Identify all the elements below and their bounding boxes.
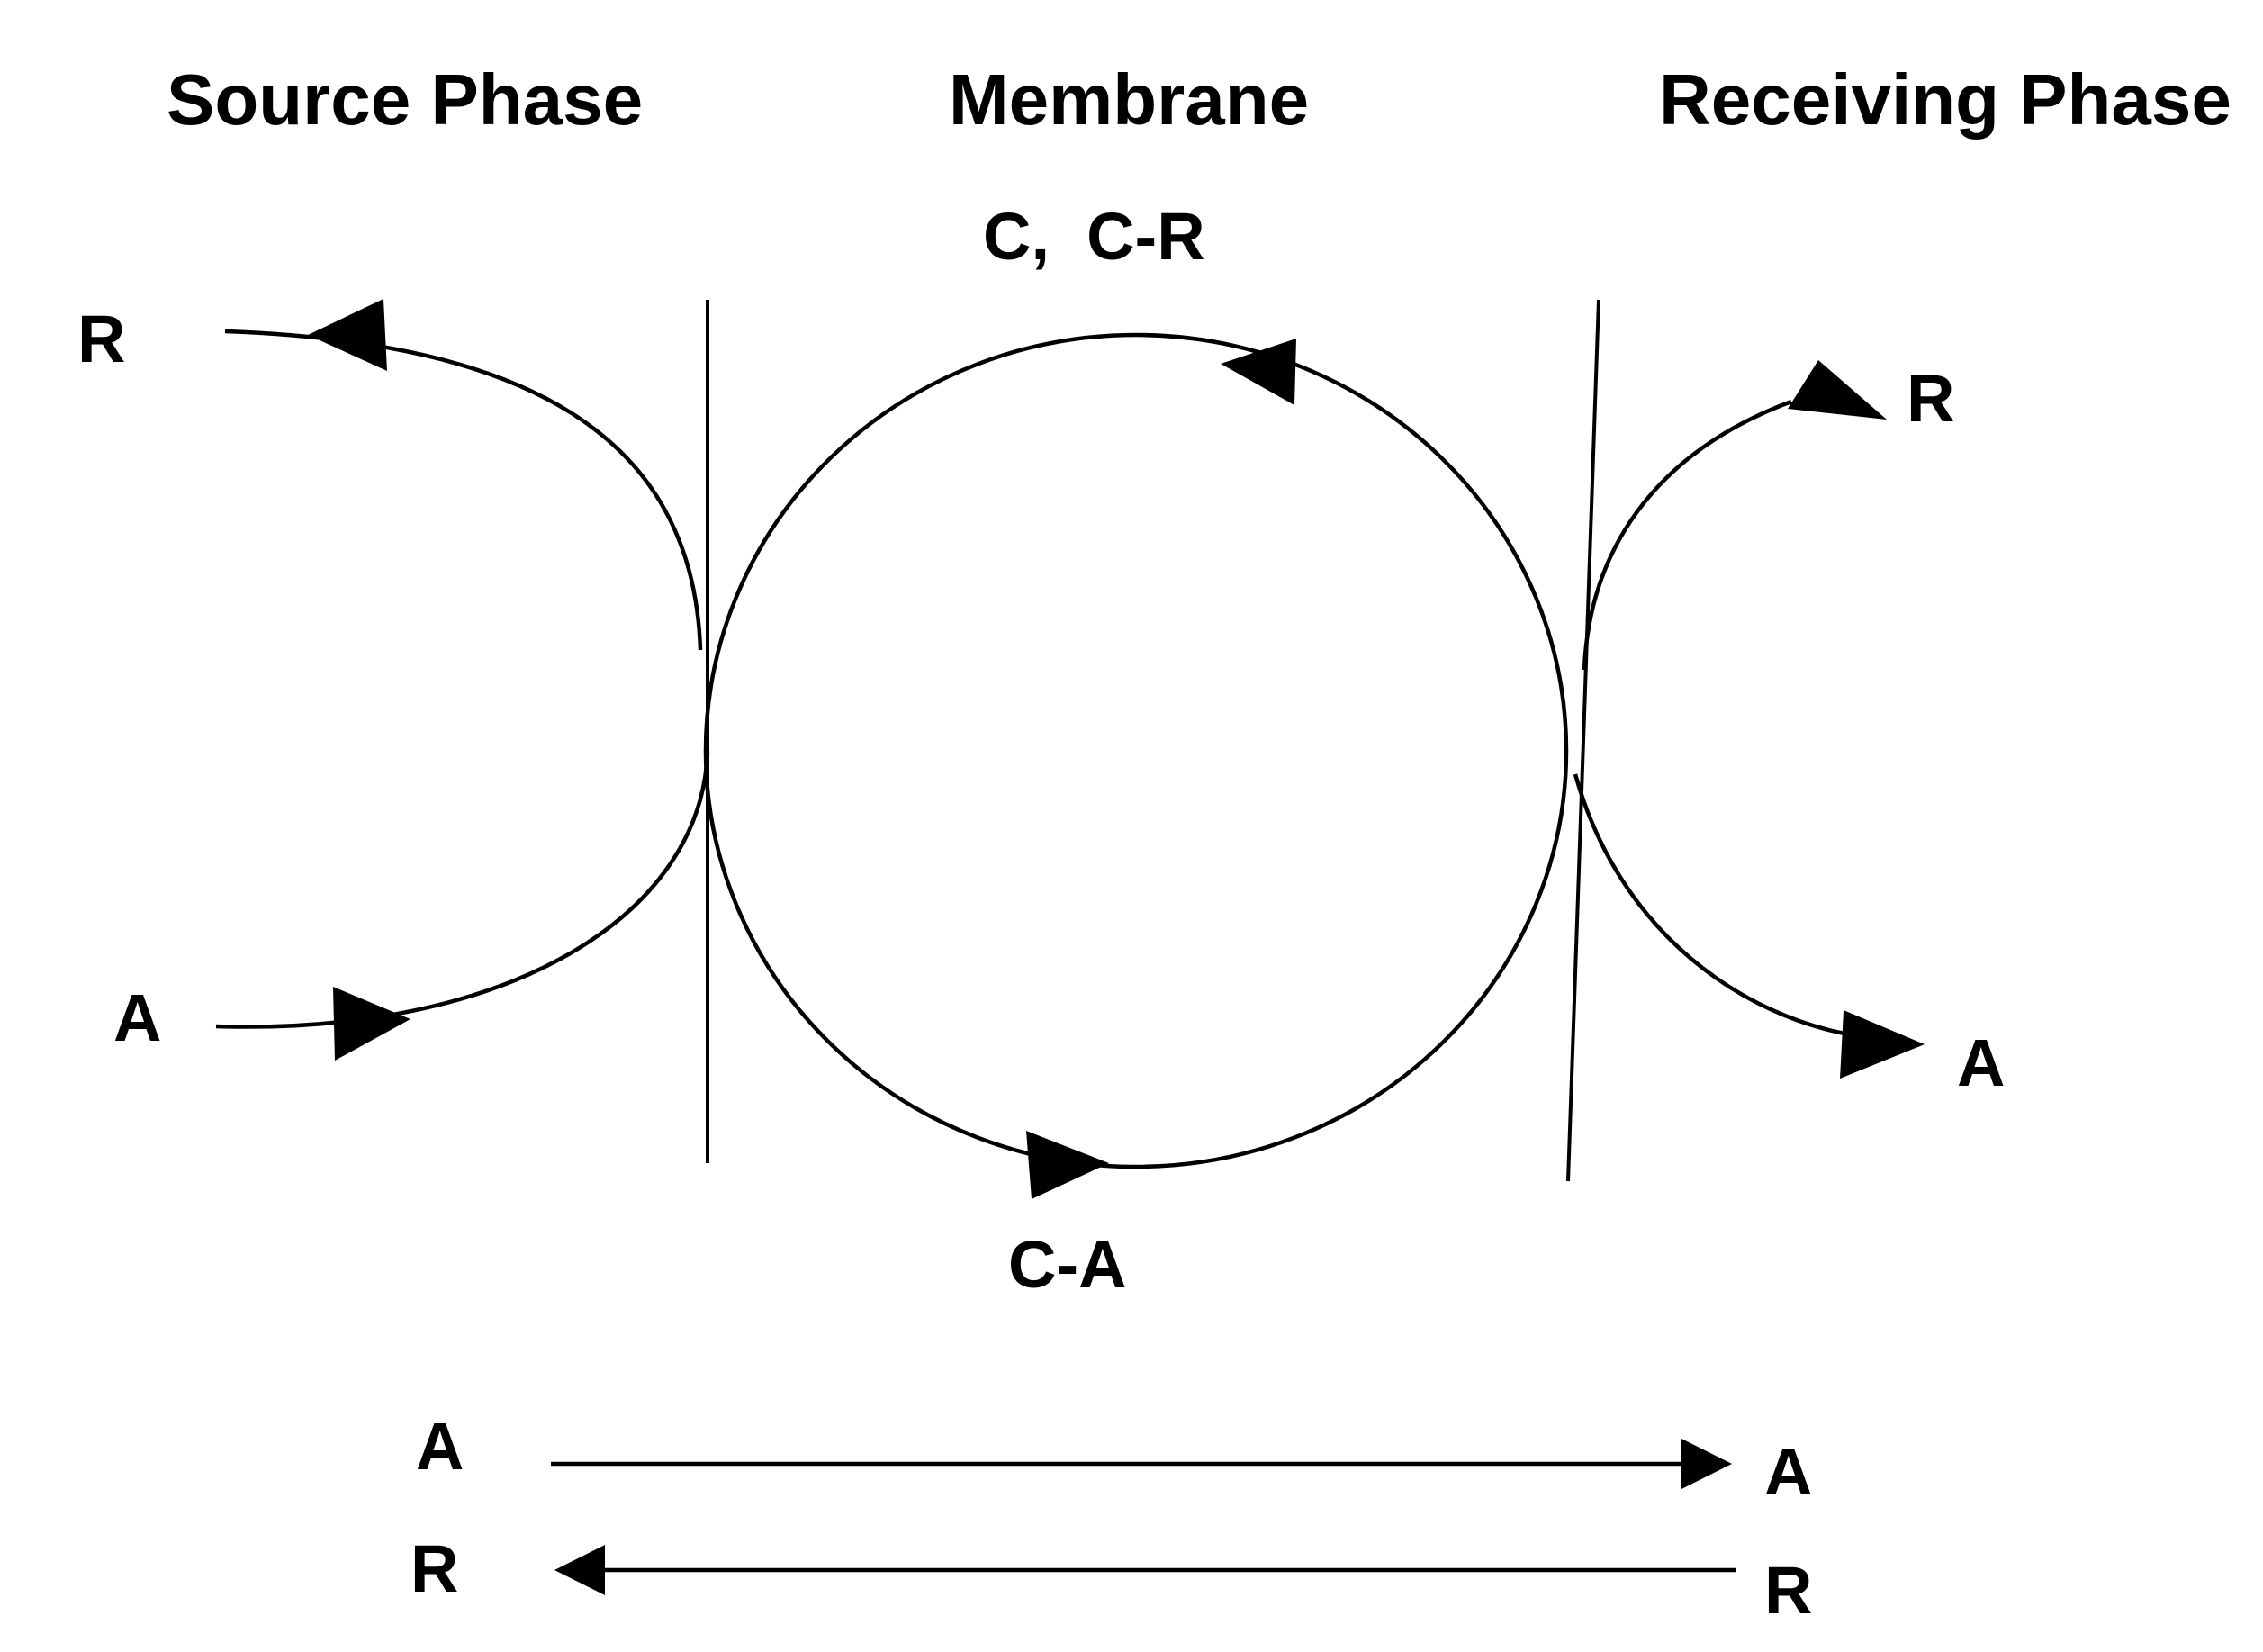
- receiving-a-release-curve: [1573, 773, 1855, 1038]
- summary-r-left-label: R: [410, 1531, 458, 1606]
- carrier-complex-r-label: C, C-R: [983, 199, 1205, 274]
- source-r-label: R: [77, 302, 125, 376]
- carrier-return-arrowhead: [1221, 339, 1296, 405]
- receiving-phase-heading: Receiving Phase: [1659, 59, 2231, 140]
- source-a-arrowhead: [333, 987, 410, 1061]
- source-a-uptake-curve: [215, 750, 710, 1029]
- carrier-forward-arrowhead: [1026, 1131, 1109, 1199]
- summary-a-arrowhead: [1681, 1439, 1732, 1489]
- receiving-r-arrowhead: [1788, 360, 1887, 420]
- summary-r-arrowhead: [554, 1545, 605, 1595]
- membrane-heading: Membrane: [949, 59, 1309, 140]
- summary-a-right-label: A: [1764, 1434, 1812, 1509]
- source-r-arrowhead: [308, 299, 387, 371]
- source-r-release-curve: [224, 329, 703, 651]
- summary-r-right-label: R: [1764, 1553, 1812, 1628]
- receiving-r-uptake-curve: [1582, 399, 1792, 671]
- carrier-cycle-circle: [703, 332, 1569, 1169]
- right-membrane-boundary: [1566, 299, 1600, 1182]
- source-a-label: A: [113, 980, 161, 1055]
- summary-a-left-label: A: [416, 1409, 464, 1484]
- receiving-r-label: R: [1907, 361, 1954, 436]
- carrier-complex-a-label: C-A: [1008, 1227, 1127, 1302]
- receiving-a-arrowhead: [1840, 1010, 1925, 1079]
- receiving-a-label: A: [1957, 1025, 2005, 1100]
- source-phase-heading: Source Phase: [167, 59, 643, 140]
